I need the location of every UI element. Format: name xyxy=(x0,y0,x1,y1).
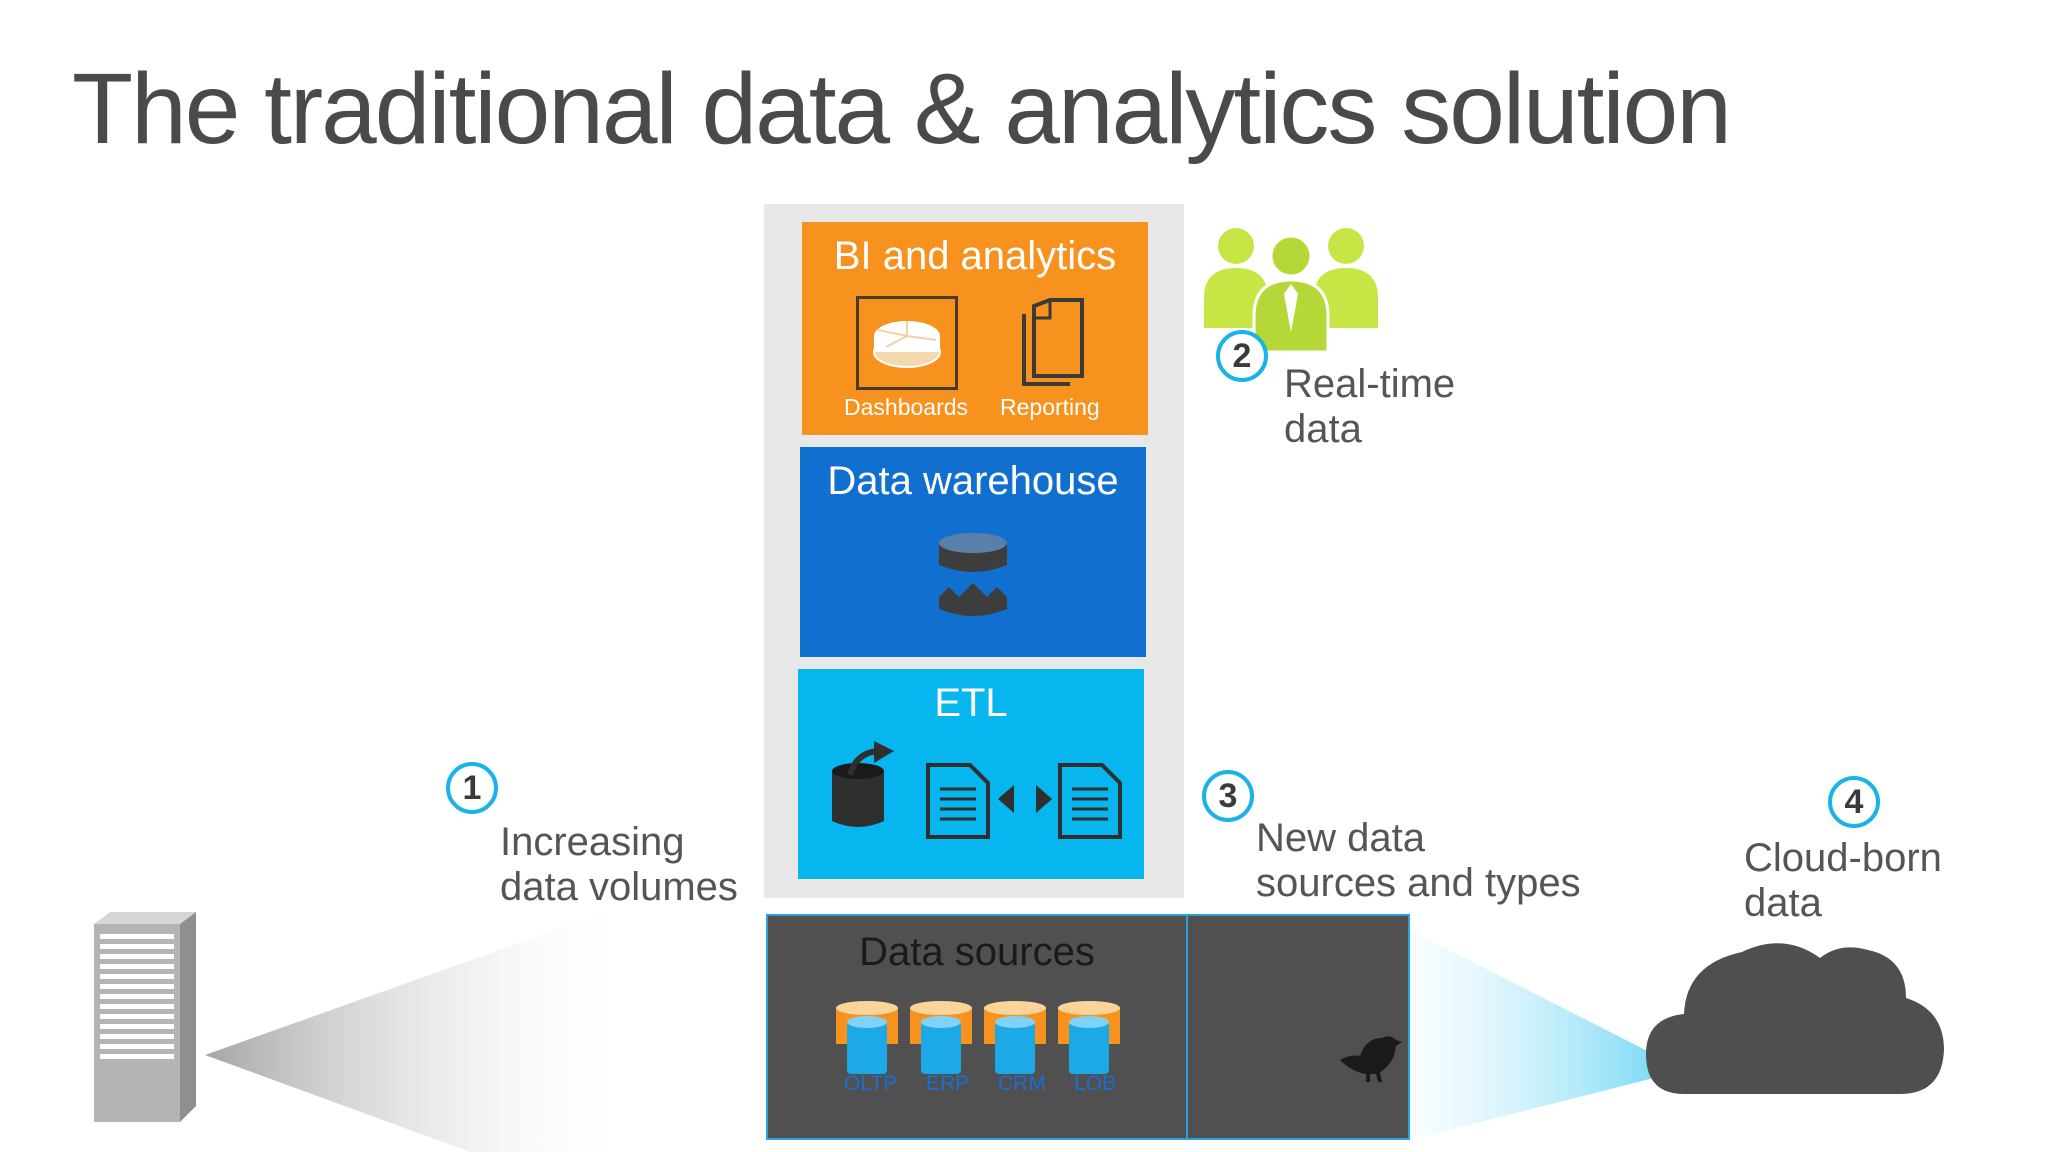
bi-heading: BI and analytics xyxy=(833,234,1117,278)
export-icon xyxy=(832,741,894,827)
callout-2-line2: data xyxy=(1284,407,1362,451)
callout-1-line1: Increasing xyxy=(500,820,685,864)
data-sources-heading: Data sources xyxy=(859,930,1095,974)
data-sources-block: Data sources OLTP ERP CRM LOB xyxy=(766,914,1188,1140)
callout-number-2: 2 xyxy=(1216,330,1268,382)
data-warehouse-heading: Data warehouse xyxy=(827,459,1119,503)
cloud-beam xyxy=(1410,930,1665,1140)
dashboards-label: Dashboards xyxy=(844,394,969,420)
callout-4-text: Cloud-born data xyxy=(1744,836,1942,926)
lob-label: LOB xyxy=(1074,1072,1117,1095)
callout-2-line1: Real-time xyxy=(1284,362,1456,406)
callout-3-line1: New data xyxy=(1256,816,1425,860)
document-icon xyxy=(926,763,990,839)
callout-4-line2: data xyxy=(1744,881,1822,925)
new-sources-block xyxy=(1188,914,1410,1140)
page-title: The traditional data & analytics solutio… xyxy=(72,53,1732,165)
callout-number-4: 4 xyxy=(1828,776,1880,828)
callout-number-3: 3 xyxy=(1202,770,1254,822)
etl-heading: ETL xyxy=(934,681,1008,725)
erp-label: ERP xyxy=(926,1072,970,1095)
document-icon xyxy=(1058,763,1122,839)
transfer-arrows-icon xyxy=(998,785,1052,813)
etl-block: ETL xyxy=(798,669,1144,879)
cloud-icon xyxy=(1646,943,1944,1094)
data-warehouse-block: Data warehouse xyxy=(800,447,1146,657)
people-icon xyxy=(1204,228,1378,352)
callout-number-1: 1 xyxy=(446,762,498,814)
pie-chart-icon xyxy=(856,296,958,390)
reporting-label: Reporting xyxy=(1000,394,1100,420)
server-icon xyxy=(94,912,196,1122)
callout-4-line1: Cloud-born xyxy=(1744,836,1942,880)
crm-label: CRM xyxy=(998,1072,1046,1095)
database-stack-icon xyxy=(836,1001,1120,1074)
database-icon xyxy=(939,533,1007,616)
callout-1-text: Increasing data volumes xyxy=(500,820,738,910)
oltp-label: OLTP xyxy=(844,1072,898,1095)
callout-1-line2: data volumes xyxy=(500,865,738,909)
callout-3-text: New data sources and types xyxy=(1256,816,1581,906)
callout-2-text: Real-time data xyxy=(1284,362,1455,452)
bird-icon xyxy=(1340,1036,1402,1082)
bi-analytics-block: BI and analytics Dashboards Reporting xyxy=(802,222,1148,435)
callout-3-line2: sources and types xyxy=(1256,861,1581,905)
documents-icon xyxy=(1022,298,1084,386)
data-volume-beam xyxy=(205,900,640,1152)
